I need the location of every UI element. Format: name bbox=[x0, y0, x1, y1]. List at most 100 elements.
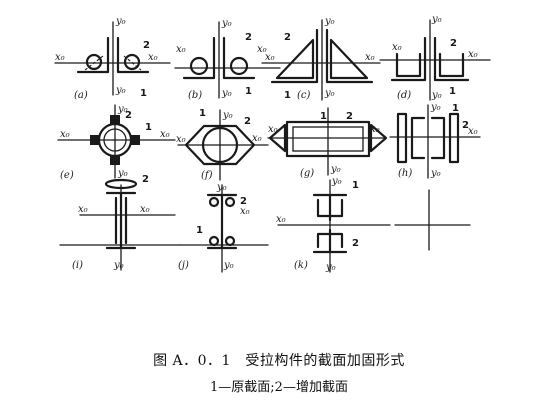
axis-label-y: y₀ bbox=[117, 168, 128, 179]
member-label-original: 1 bbox=[449, 86, 456, 97]
angle-section bbox=[116, 36, 150, 74]
panel-label: (g) bbox=[300, 168, 314, 179]
member-label-original: 1 bbox=[320, 111, 327, 122]
panel-c: y₀ y₀ x₀ x₀ 2 1 (c) bbox=[261, 16, 381, 101]
panel-label: (b) bbox=[188, 90, 202, 101]
panel-a: x₀ y₀ y₀ x₀ 2 1 (a) bbox=[54, 16, 171, 101]
tube-inner bbox=[103, 128, 127, 152]
hexagon-plate bbox=[184, 124, 256, 166]
angle-section bbox=[76, 36, 110, 74]
angle-section bbox=[222, 36, 256, 80]
empty-panel-centerlines bbox=[394, 189, 471, 251]
axis-label-x: x₀ bbox=[176, 134, 186, 145]
panel-i: x₀ x₀ y₀ 2 (i) bbox=[59, 174, 181, 271]
panel-f: x₀ x₀ y₀ 1 2 (f) bbox=[176, 108, 269, 181]
axis-label-y: y₀ bbox=[115, 16, 126, 27]
angle-section bbox=[325, 28, 374, 84]
axis-label-y: y₀ bbox=[324, 16, 335, 27]
panel-label: (i) bbox=[72, 260, 83, 271]
axis-label-x: x₀ bbox=[392, 42, 402, 53]
cross-plate bbox=[90, 135, 99, 145]
figure-caption-legend: 1—原截面;2—增加截面 bbox=[210, 380, 348, 395]
channel-section bbox=[316, 198, 344, 218]
round-bar bbox=[208, 235, 220, 247]
axis-label-x: x₀ bbox=[276, 214, 286, 225]
member-label-added: 2 bbox=[142, 174, 149, 185]
panel-g: x₀ x₀ y₀ 1 2 (g) bbox=[267, 107, 388, 179]
panel-e: x₀ x₀ y₀ y₀ 2 1 (e) bbox=[57, 104, 176, 181]
axis-label-x: x₀ bbox=[268, 124, 278, 135]
axis-label-x: x₀ bbox=[176, 44, 186, 55]
member-label-original: 1 bbox=[352, 180, 359, 191]
panel-label: (d) bbox=[397, 90, 411, 101]
round-bar bbox=[189, 56, 209, 76]
angle-section bbox=[270, 28, 319, 84]
angle-section bbox=[390, 36, 427, 82]
member-label-original: 1 bbox=[140, 88, 147, 99]
axis-label-y: y₀ bbox=[430, 168, 441, 179]
axis-label-y: y₀ bbox=[325, 262, 336, 273]
member-label-added: 2 bbox=[125, 110, 132, 121]
axis-label-x: x₀ bbox=[240, 206, 250, 217]
axis-label-x: x₀ bbox=[468, 126, 478, 137]
axis-label-y: y₀ bbox=[223, 260, 234, 271]
member-label-added: 2 bbox=[450, 38, 457, 49]
channel-section bbox=[410, 116, 426, 160]
member-label-added: 2 bbox=[346, 111, 353, 122]
weld-line bbox=[84, 55, 104, 71]
axis-label-x: x₀ bbox=[265, 52, 275, 63]
round-bar bbox=[224, 235, 236, 247]
axis-label-x: x₀ bbox=[140, 204, 150, 215]
triangular-plate bbox=[329, 38, 369, 80]
axis-label-y: y₀ bbox=[221, 18, 232, 29]
web-plate bbox=[114, 196, 128, 245]
tube-section bbox=[201, 126, 239, 164]
top-cover-plate bbox=[104, 178, 138, 190]
figure-caption-title: 图 A．0．1 受拉构件的截面加固形式 bbox=[153, 353, 405, 369]
axis-label-x: x₀ bbox=[148, 52, 158, 63]
axis-label-y: y₀ bbox=[431, 14, 442, 25]
member-label-added: 2 bbox=[143, 40, 150, 51]
round-bar bbox=[229, 56, 249, 76]
side-plate bbox=[396, 112, 408, 164]
panel-label: (f) bbox=[201, 170, 213, 181]
panel-label: (j) bbox=[178, 260, 189, 271]
axis-label-x: x₀ bbox=[468, 49, 478, 60]
axis-label-x: x₀ bbox=[252, 133, 262, 144]
axis-label-x: x₀ bbox=[78, 204, 88, 215]
axis-label-y: y₀ bbox=[221, 88, 232, 99]
triangular-plate bbox=[275, 38, 315, 80]
cross-plate bbox=[110, 115, 120, 124]
member-label-original: 1 bbox=[452, 103, 459, 114]
angle-section bbox=[433, 36, 470, 82]
axis-label-y: y₀ bbox=[222, 110, 233, 121]
round-bar bbox=[208, 196, 220, 208]
cross-plate bbox=[110, 156, 120, 165]
round-bar bbox=[224, 196, 236, 208]
box-inner bbox=[292, 126, 364, 152]
panel-d: y₀ y₀ x₀ x₀ 2 1 (d) bbox=[379, 14, 491, 101]
axis-label-y: y₀ bbox=[115, 85, 126, 96]
i-beam-section bbox=[105, 191, 137, 250]
channel-section bbox=[430, 116, 446, 160]
panel-h: y₀ y₀ x₀ 1 2 (h) bbox=[389, 102, 481, 179]
panel-j: y₀ x₀ y₀ 2 1 (j) bbox=[178, 182, 269, 273]
member-label-original: 1 bbox=[196, 225, 203, 236]
axis-label-x: x₀ bbox=[257, 44, 267, 55]
axis-label-y: y₀ bbox=[113, 260, 124, 271]
pointed-plate bbox=[268, 123, 287, 153]
member-label-original: 1 bbox=[284, 90, 291, 101]
axis-label-x: x₀ bbox=[370, 124, 380, 135]
panel-k: y₀ x₀ y₀ 1 2 (k) bbox=[276, 176, 391, 273]
box-section bbox=[285, 120, 371, 158]
axis-label-x: x₀ bbox=[60, 129, 70, 140]
cross-plate bbox=[131, 135, 140, 145]
axis-label-x: x₀ bbox=[365, 52, 375, 63]
round-bar bbox=[123, 53, 141, 71]
i-beam-section bbox=[206, 193, 238, 250]
round-bar bbox=[85, 53, 103, 71]
panel-label: (c) bbox=[297, 90, 311, 101]
axis-label-y: y₀ bbox=[330, 164, 341, 175]
member-label-added: 2 bbox=[462, 120, 469, 131]
